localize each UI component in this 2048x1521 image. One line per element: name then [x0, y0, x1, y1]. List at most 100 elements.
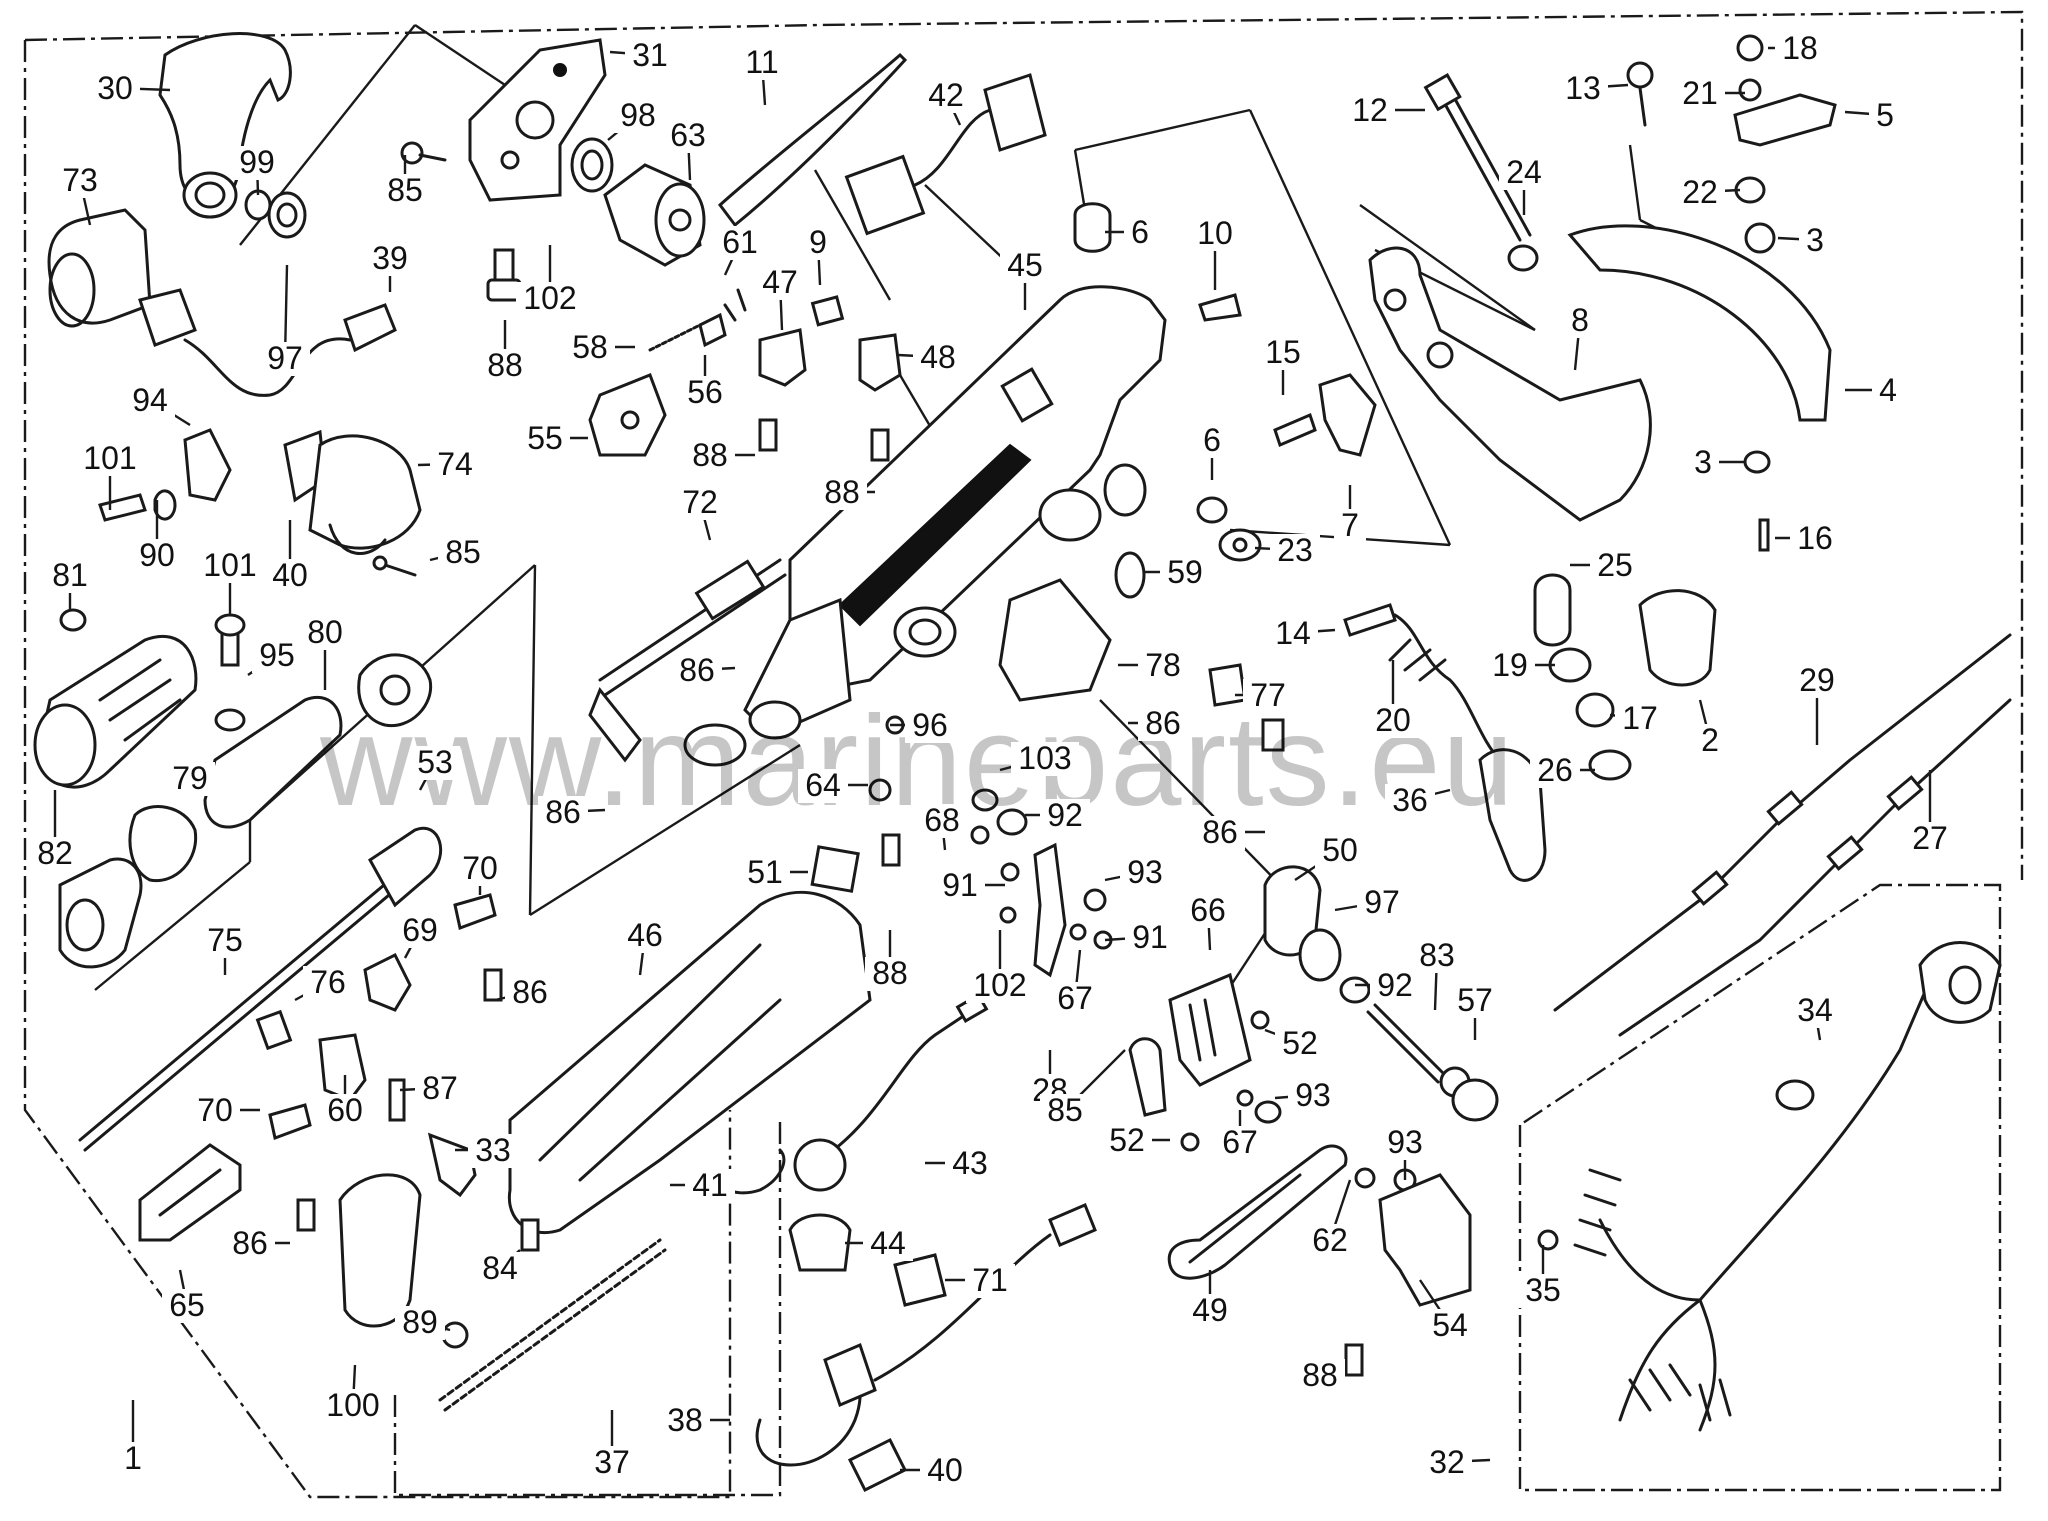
part-73-cap [47, 208, 152, 325]
part-17-nut [1575, 692, 1615, 728]
callout-55: 55 [520, 420, 588, 456]
callout-75: 75 [200, 922, 250, 975]
callout-number: 15 [1265, 334, 1301, 370]
callout-number: 17 [1622, 700, 1658, 736]
callout-35: 35 [1518, 1245, 1568, 1308]
part-3-bush-b [1743, 450, 1771, 474]
callout-56: 56 [680, 355, 730, 410]
callout-88: 88 [865, 930, 915, 991]
callout-number: 88 [872, 955, 908, 991]
callout-86: 86 [1195, 814, 1265, 850]
callout-83: 83 [1412, 937, 1462, 1011]
part-74-cover [308, 434, 422, 550]
part-36-switch [1478, 748, 1547, 882]
part-42-plug [844, 154, 926, 236]
part-88-bolt-c [881, 833, 901, 867]
callout-bg [1102, 1124, 1152, 1158]
callout-bg [303, 966, 353, 1000]
callout-bg [45, 559, 95, 593]
callout-number: 3 [1806, 222, 1824, 258]
callout-33: 33 [455, 1132, 518, 1168]
callout-bg [737, 46, 787, 80]
callout-bg [1412, 939, 1462, 973]
callout-number: 67 [1222, 1124, 1258, 1160]
part-85-pin [1128, 1037, 1167, 1117]
callout-bg [917, 804, 967, 838]
part-101-bolt [98, 493, 147, 522]
callout-70: 70 [190, 1092, 260, 1128]
callout-bg [225, 1227, 275, 1261]
callout-number: 27 [1912, 820, 1948, 856]
callout-bg [1357, 886, 1407, 920]
callout-52: 52 [1264, 1025, 1325, 1061]
part-70-link-b [268, 1103, 312, 1141]
callout-3: 3 [1687, 444, 1745, 480]
callout-bg [1425, 1309, 1475, 1343]
callout-8: 8 [1564, 302, 1596, 371]
part-4-tube [1567, 224, 1832, 422]
callout-bg [663, 119, 713, 153]
callout-bg [625, 39, 675, 73]
part-102-clip [999, 906, 1017, 924]
callout-number: 72 [682, 484, 718, 520]
callout-bg [798, 769, 848, 803]
callout-number: 102 [523, 280, 576, 316]
callout-10: 10 [1190, 215, 1240, 290]
part-14-bolt [1343, 603, 1397, 637]
callout-72: 72 [675, 484, 725, 541]
callout-number: 37 [594, 1444, 630, 1480]
callout-number: 91 [1132, 919, 1168, 955]
callout-84: 84 [475, 1249, 525, 1286]
part-93-washer [1083, 888, 1107, 912]
callout-bg [680, 376, 730, 410]
part-97-seal-b [1298, 928, 1342, 982]
part-27-cable [1618, 698, 2012, 1037]
callout-bg [920, 1454, 970, 1488]
part-5-link [1733, 93, 1837, 147]
callout-bg [395, 914, 445, 948]
part-61-pin [723, 288, 747, 322]
callout-number: 66 [1190, 892, 1226, 928]
part-92-washer [996, 808, 1028, 836]
part-75-rod [78, 878, 397, 1152]
callout-94: 94 [125, 382, 191, 427]
callout-bg [162, 1289, 212, 1323]
callout-bg [1196, 424, 1228, 458]
callout-number: 63 [670, 117, 706, 153]
callout-bg [265, 559, 315, 593]
part-92-washer-b [1339, 976, 1371, 1004]
callout-bg [1422, 1446, 1472, 1480]
part-6-bush [1073, 202, 1112, 253]
part-53-gear [357, 653, 433, 728]
callout-96: 96 [890, 707, 955, 743]
callout-bg [196, 549, 264, 583]
callout-bg [1869, 99, 1901, 133]
callout-number: 92 [1377, 967, 1413, 1003]
callout-number: 51 [747, 854, 783, 890]
part-32-harness [1537, 941, 2002, 1432]
part-38-clip [823, 1342, 877, 1408]
part-100-cover [338, 1173, 422, 1328]
callout-103: 103 [999, 740, 1079, 776]
callout-89: 89 [395, 1304, 451, 1340]
callout-number: 61 [722, 224, 758, 260]
callout-bg [1295, 1359, 1345, 1393]
callout-number: 77 [1250, 677, 1286, 713]
callout-bg [1138, 649, 1188, 683]
callout-82: 82 [30, 790, 80, 871]
callout-bg [1790, 994, 1840, 1028]
callout-number: 23 [1277, 532, 1313, 568]
callout-number: 92 [1047, 797, 1083, 833]
callout-bg [587, 1446, 637, 1480]
callout-number: 98 [620, 97, 656, 133]
part-69-clamp [363, 952, 412, 1012]
callout-88: 88 [1295, 1357, 1355, 1393]
part-43-sensor [793, 1138, 847, 1192]
callout-92: 92 [1355, 967, 1420, 1003]
callout-number: 76 [310, 964, 346, 1000]
part-51-plate [810, 845, 860, 893]
callout-88: 88 [685, 437, 755, 473]
part-39-connector [343, 303, 397, 353]
callout-number: 70 [197, 1092, 233, 1128]
